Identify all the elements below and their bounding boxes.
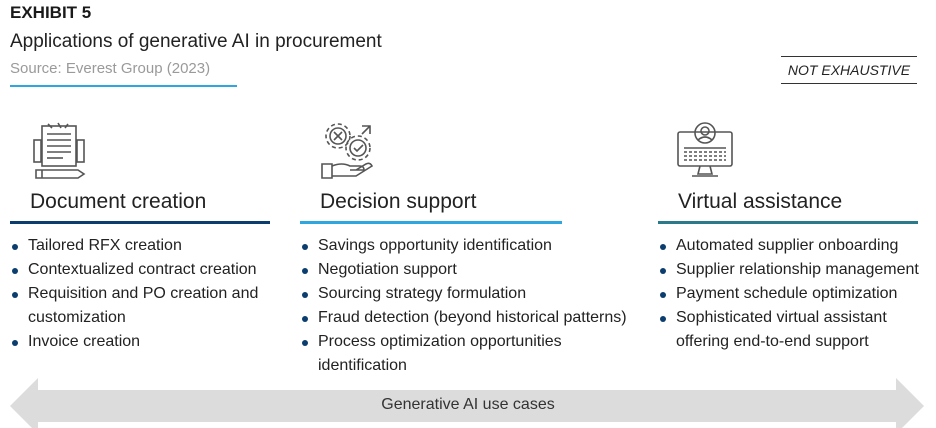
use-cases-arrow (10, 378, 924, 428)
list-item: Contextualized contract creation (10, 258, 282, 282)
column-list: Savings opportunity identification Negot… (300, 234, 650, 378)
list-item: Invoice creation (10, 330, 282, 354)
list-item: Automated supplier onboarding (658, 234, 936, 258)
list-item: Sourcing strategy formulation (300, 282, 650, 306)
document-icon (33, 122, 86, 179)
column-list: Automated supplier onboarding Supplier r… (658, 234, 936, 354)
exhibit-label: EXHIBIT 5 (10, 3, 92, 22)
list-item: Tailored RFX creation (10, 234, 282, 258)
column-rule (658, 221, 918, 224)
arrow-label: Generative AI use cases (381, 396, 555, 413)
not-exhaustive-note: NOT EXHAUSTIVE (781, 56, 917, 84)
column-rule (300, 221, 562, 224)
list-item: Savings opportunity identification (300, 234, 650, 258)
source-text: Source: Everest Group (2023) (10, 60, 211, 77)
gears-hand-icon (321, 123, 374, 179)
column-title: Document creation (30, 190, 207, 213)
list-item: Negotiation support (300, 258, 650, 282)
list-item: Supplier relationship management (658, 258, 936, 282)
list-item: Sophisticated virtual assistant offering… (658, 306, 916, 354)
computer-assistant-icon (677, 122, 733, 177)
arrow-shape (10, 378, 924, 428)
list-item: Payment schedule optimization (658, 282, 936, 306)
page-title: Applications of generative AI in procure… (10, 31, 382, 52)
list-item: Fraud detection (beyond historical patte… (300, 306, 650, 330)
column-title: Decision support (320, 190, 477, 213)
list-item: Requisition and PO creation and customiz… (10, 282, 282, 330)
list-item: Process optimization opportunities ident… (300, 330, 608, 378)
column-list: Tailored RFX creation Contextualized con… (10, 234, 282, 354)
column-rule (10, 221, 270, 224)
source-underline (10, 85, 237, 87)
column-title: Virtual assistance (678, 190, 843, 213)
